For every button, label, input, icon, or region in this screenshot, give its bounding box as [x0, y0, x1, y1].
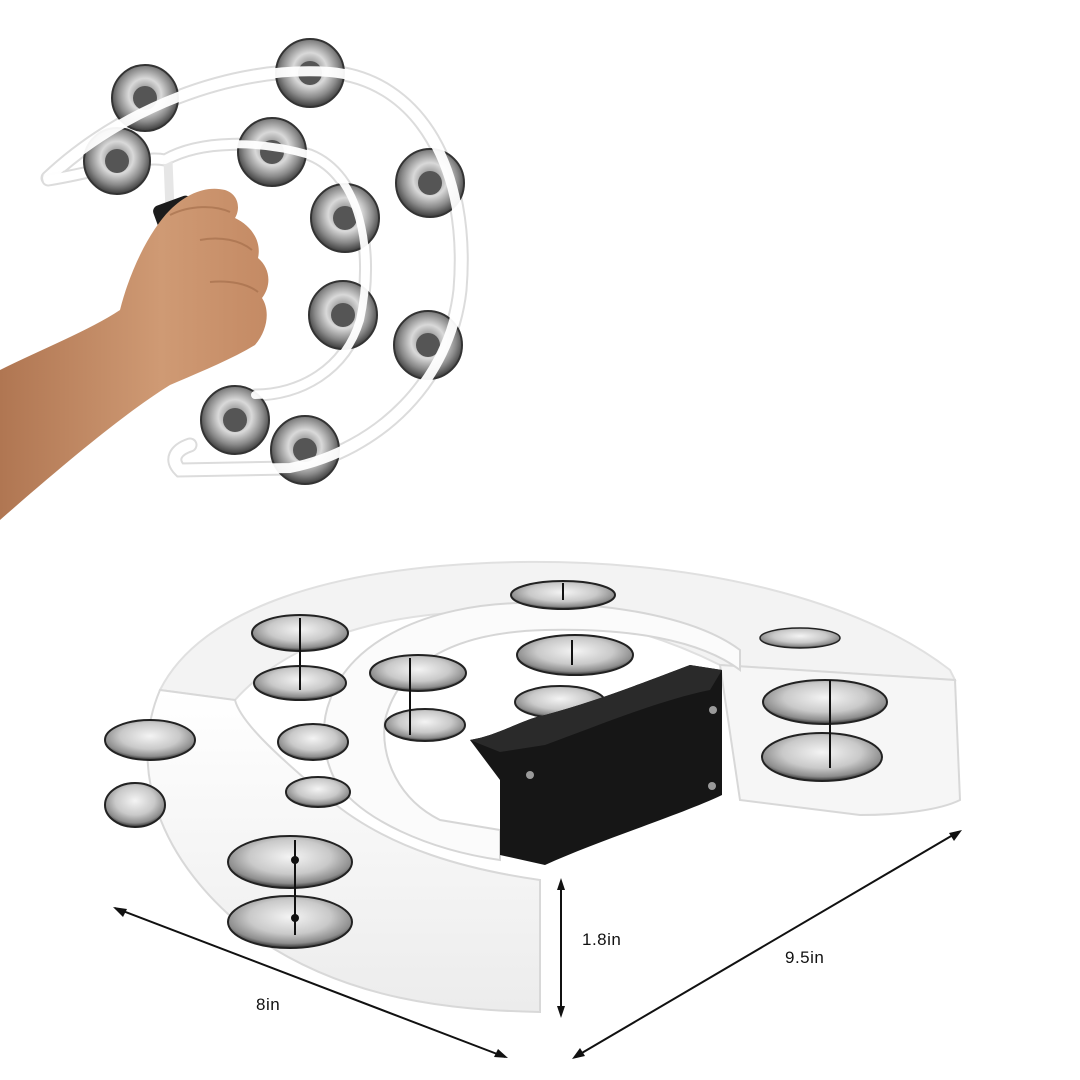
height-dimension-label: 1.8in: [582, 930, 622, 949]
jingle-icon: [393, 310, 463, 380]
jingle-icon: [83, 127, 151, 195]
jingle-pair: [104, 719, 196, 828]
hand-holding-tambourine: [0, 188, 269, 521]
tambourine-dimension-view: [104, 560, 962, 1014]
jingle-pair: [369, 654, 467, 742]
jingle-pair: [759, 627, 888, 782]
width-dimension-label: 9.5in: [785, 948, 825, 967]
length-dimension-arrow: [113, 907, 508, 1058]
dimension-arrows: [113, 830, 962, 1059]
jingle-pair: [251, 614, 349, 701]
jingle-pair: [227, 835, 353, 949]
jingle-pair: [510, 580, 616, 610]
jingle-pair: [277, 723, 351, 808]
jingle-icon: [200, 385, 270, 455]
jingle-icon: [310, 183, 380, 253]
width-dimension-arrow: [572, 830, 962, 1059]
jingle-icon: [270, 415, 340, 485]
length-dimension-label: 8in: [256, 995, 281, 1014]
black-handle-grip: [470, 665, 722, 865]
height-dimension-arrow: [557, 878, 565, 1018]
tambourine-top-view: [40, 38, 469, 485]
